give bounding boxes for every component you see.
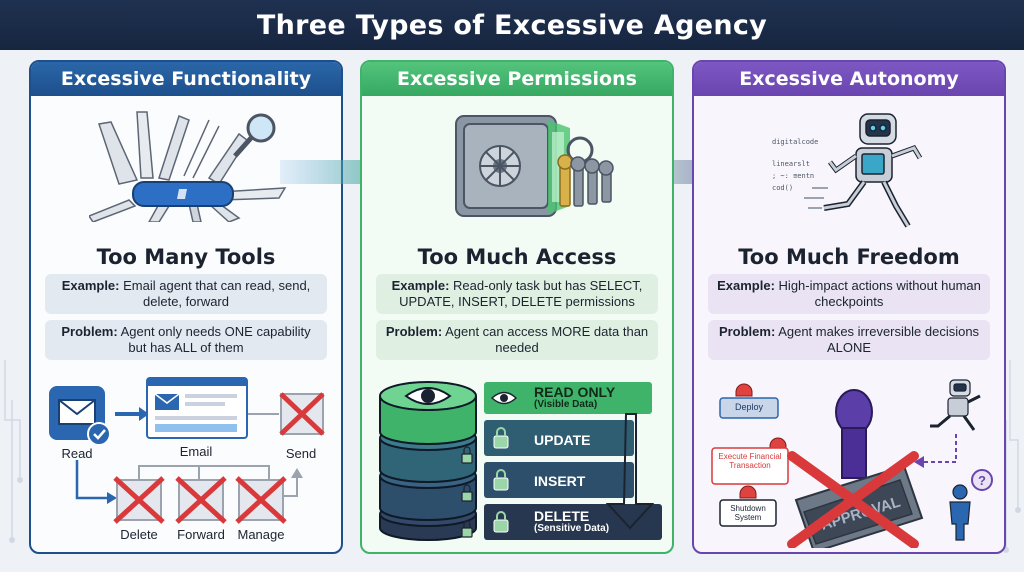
example-box: Example: High-impact actions without hum… (708, 274, 990, 314)
problem-label: Problem: (385, 324, 443, 339)
approval-stamp-illustration: APPROVAL ? (711, 379, 993, 548)
panel-subtitle: Too Much Access (417, 245, 617, 269)
example-label: Example: (717, 278, 775, 293)
database-stack (379, 381, 662, 541)
code-line: linearslt (772, 160, 810, 168)
svg-text:?: ? (978, 473, 986, 488)
problem-text: Agent only needs ONE capability but has … (120, 324, 311, 355)
panel-header: Excessive Autonomy (694, 62, 1004, 96)
page-title: Three Types of Excessive Agency (256, 9, 768, 41)
circuit-decoration-right (1003, 360, 1021, 553)
code-line: cod() (772, 184, 794, 192)
label-email: Email (179, 444, 213, 459)
panel-excessive-autonomy: Excessive Autonomy digitalcode linearslt… (692, 60, 1006, 554)
code-lines: digitalcode linearslt ; ~: ≡entn cod() (772, 136, 818, 194)
panel-excessive-functionality: Excessive Functionality Too Many Tools E… (29, 60, 343, 554)
panel-subtitle: Too Much Freedom (738, 245, 960, 269)
db-layer-name: READ ONLY (534, 384, 616, 400)
example-text: Read-only task but has SELECT, UPDATE, I… (399, 278, 643, 309)
problem-text: Agent can access MORE data than needed (445, 324, 649, 355)
example-box: Example: Email agent that can read, send… (45, 274, 327, 314)
panel-subtitle: Too Many Tools (96, 245, 276, 269)
example-text: Email agent that can read, send, delete,… (123, 278, 311, 309)
action-financial-transaction: Execute Financial Transaction (718, 452, 782, 470)
label-send: Send (285, 446, 317, 461)
panel-header: Excessive Functionality (31, 62, 341, 96)
db-layer-sub: (Sensitive Data) (534, 523, 610, 534)
email-flow-diagram (49, 377, 325, 524)
action-shutdown: Shutdown System (730, 504, 766, 522)
db-layer-delete-label: DELETE (Sensitive Data) (534, 508, 609, 534)
problem-box: Problem: Agent can access MORE data than… (376, 320, 658, 360)
code-line: ; ~: ≡entn (772, 172, 815, 180)
crossed-send-icon (279, 392, 325, 436)
crossed-manage-icon (235, 476, 287, 524)
problem-box: Problem: Agent only needs ONE capability… (45, 320, 327, 360)
example-text: High-impact actions without human checkp… (778, 278, 981, 309)
example-label: Example: (61, 278, 120, 293)
problem-label: Problem: (718, 324, 776, 339)
problem-label: Problem: (61, 324, 118, 339)
circuit-decoration-left (4, 360, 23, 543)
db-layer-name: DELETE (534, 508, 590, 524)
multi-tool-icon (89, 111, 287, 222)
title-bar: Three Types of Excessive Agency (0, 0, 1024, 50)
panel-excessive-permissions: Excessive Permissions Too Much Access Ex… (360, 60, 674, 554)
vault-keys-icon (455, 115, 614, 217)
example-label: Example: (391, 278, 450, 293)
label-forward: Forward (177, 527, 225, 542)
db-layer-sub: (Visible Data) (534, 399, 598, 410)
code-line: digitalcode (772, 138, 819, 146)
arrow-to-autonomy (606, 146, 772, 198)
problem-text: Agent makes irreversible decisions ALONE (778, 324, 980, 355)
db-layer-insert-label: INSERT (534, 473, 586, 489)
db-layer-read-label: READ ONLY (Visible Data) (534, 384, 615, 410)
label-read: Read (61, 446, 93, 461)
label-delete: Delete (120, 527, 158, 542)
label-manage: Manage (237, 527, 285, 542)
action-deploy: Deploy (734, 402, 763, 412)
panel-header: Excessive Permissions (362, 62, 672, 96)
db-layer-update-label: UPDATE (534, 432, 591, 448)
crossed-forward-icon (175, 476, 227, 524)
example-box: Example: Read-only task but has SELECT, … (376, 274, 658, 314)
problem-box: Problem: Agent makes irreversible decisi… (708, 320, 990, 360)
crossed-delete-icon (113, 476, 165, 524)
running-robot-icon (804, 113, 923, 228)
